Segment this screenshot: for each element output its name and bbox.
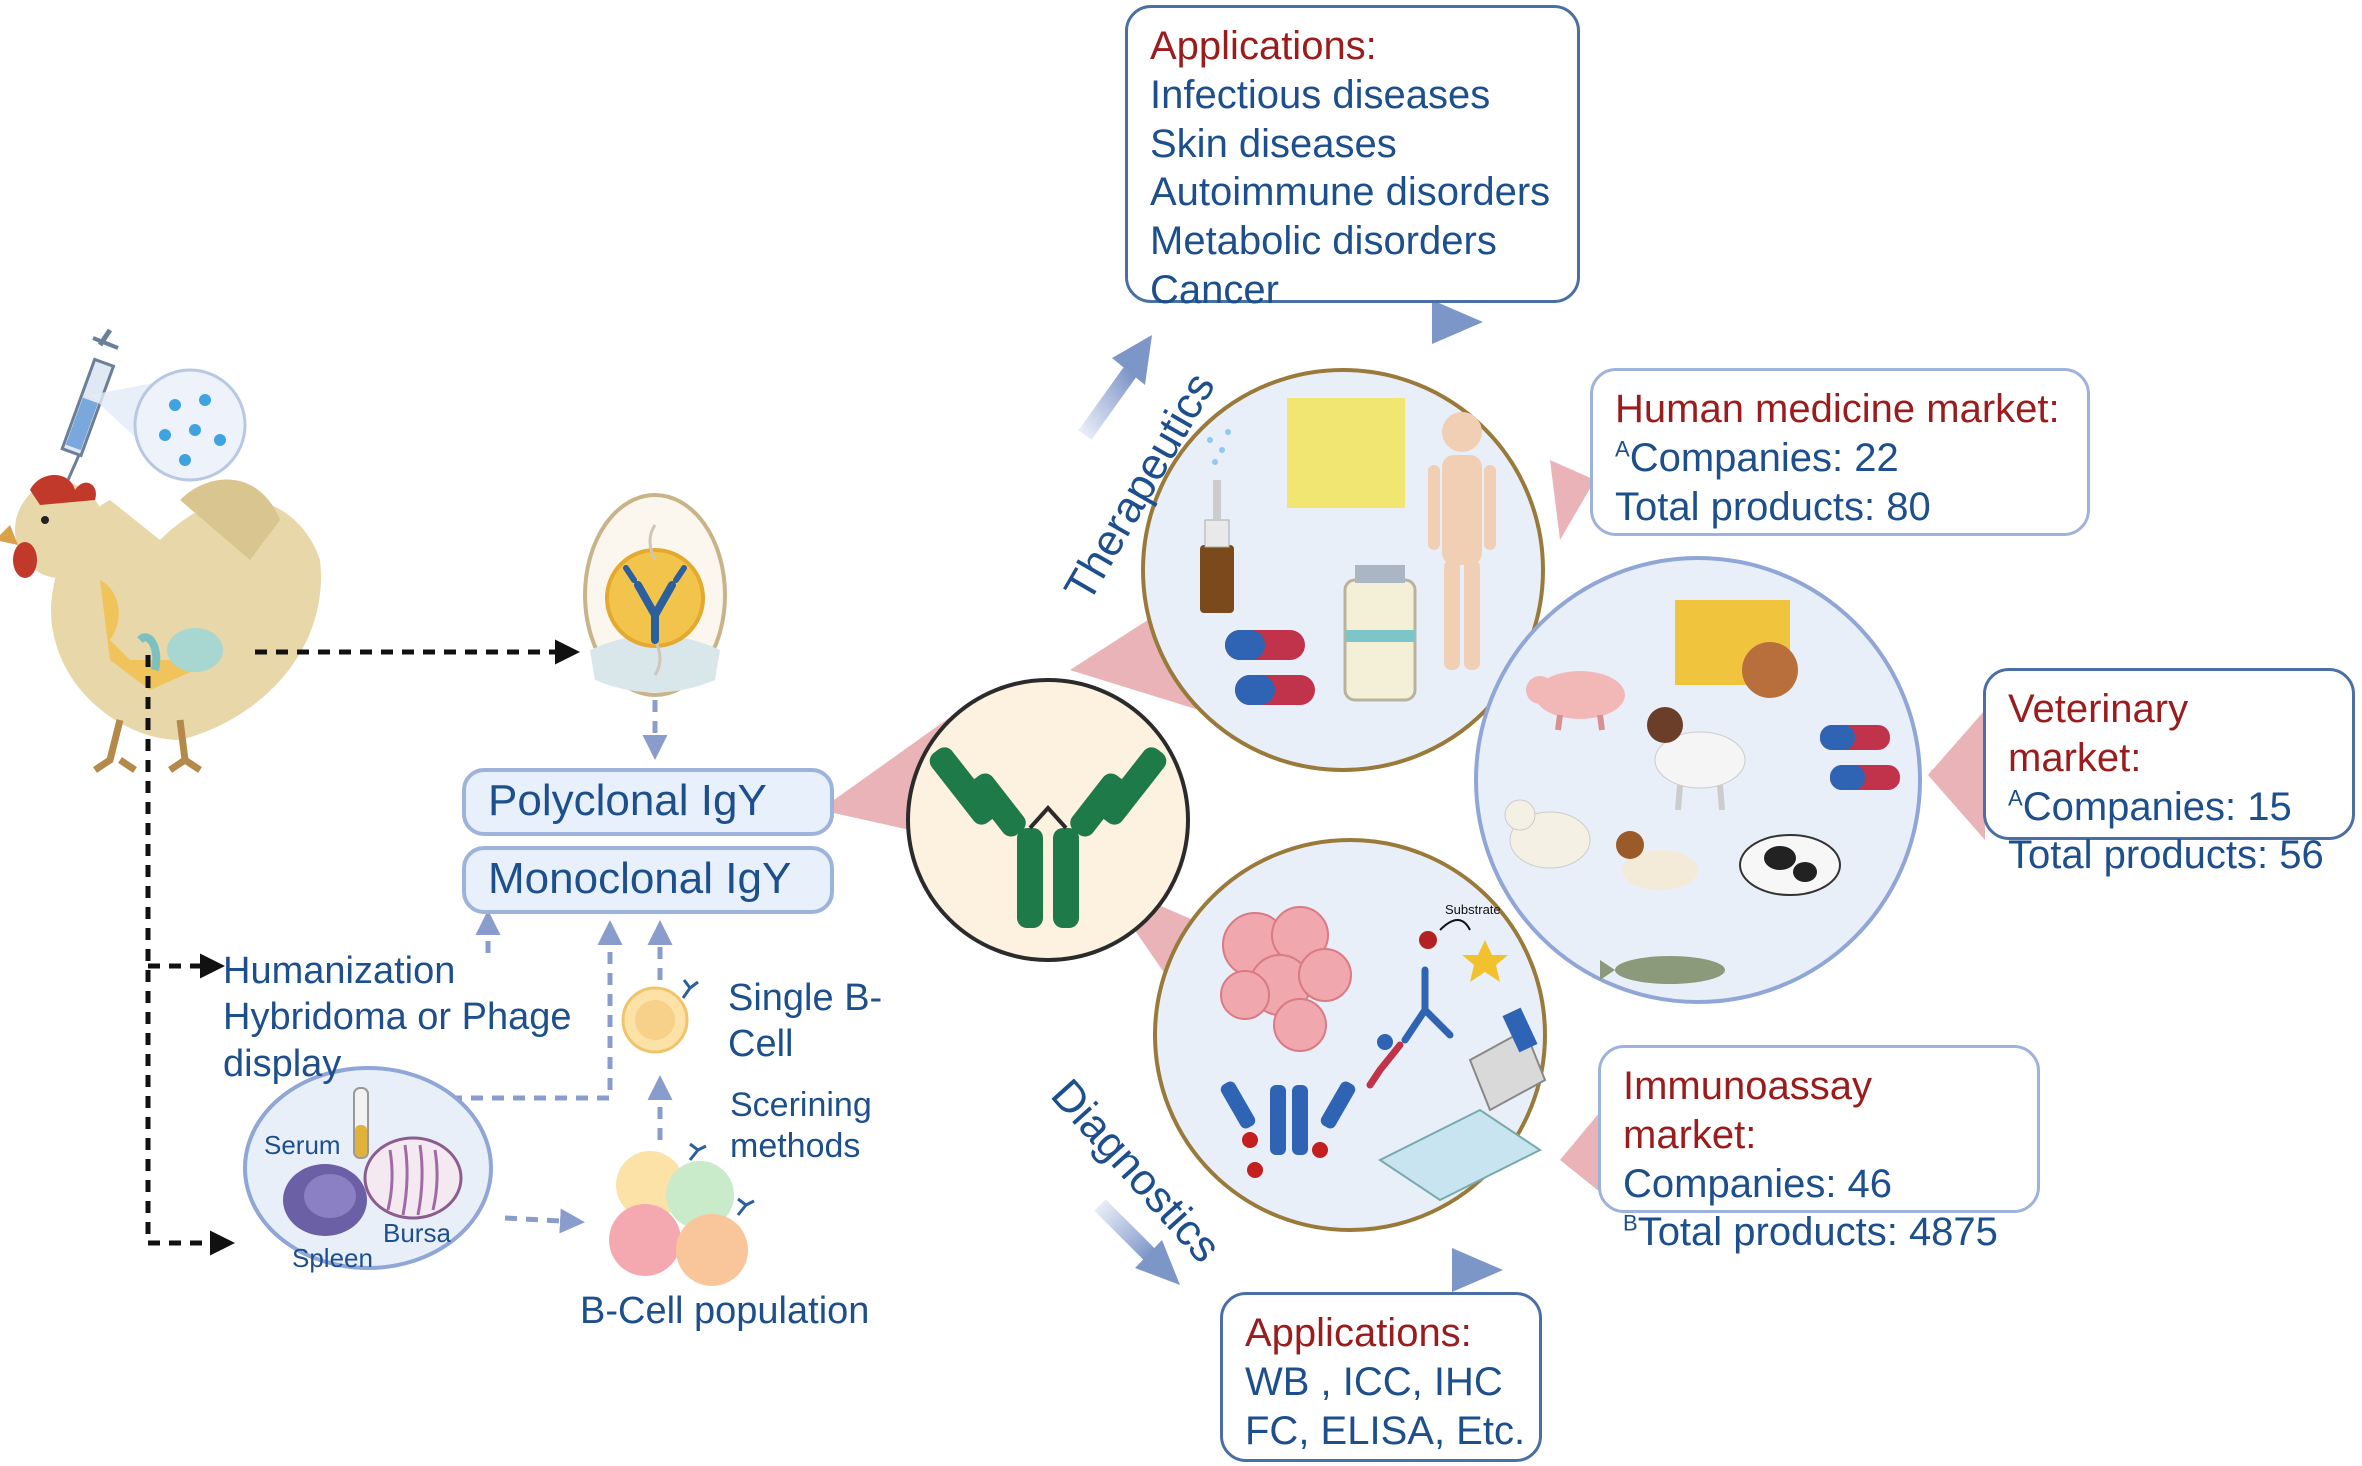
polyclonal-igy-box: Polyclonal IgY [462,768,834,836]
bursa-label: Bursa [383,1218,451,1248]
therapeutic-application-item: Autoimmune disorders [1150,170,1551,215]
chicken-icon [0,475,321,773]
diagnostic-application-item: FC, ELISA, Etc. [1245,1408,1526,1453]
immunoassay-market-box: Immunoassay market: Companies: 46 BTotal… [1598,1045,2040,1254]
b-cell-population-icon [609,1142,755,1286]
human-market-box: Human medicine market: ACompanies: 22 To… [1590,368,2090,536]
therapeutic-applications-title: Applications: [1150,24,1377,68]
human-market-products: Total products: 80 [1615,484,1931,529]
diagnostic-applications-box: Applications: WB , ICC, IHC FC, ELISA, E… [1220,1292,1542,1462]
syringe-icon [60,328,247,482]
therapeutic-application-item: Skin diseases [1150,121,1397,166]
veterinary-market-box: Veterinary market: ACompanies: 15 Total … [1983,668,2355,877]
therapeutics-circle [1141,368,1545,772]
organ-circle [243,1066,493,1270]
monoclonal-igy-box: Monoclonal IgY [462,846,834,914]
immunoassay-market-products: BTotal products: 4875 [1623,1210,1998,1255]
single-b-cell-label: Single B- Cell [728,977,883,1066]
veterinary-market-products: Total products: 56 [2008,833,2324,878]
serum-label: Serum [264,1130,341,1160]
veterinary-circle [1474,556,1922,1004]
substrate-label: Substrate [1445,902,1501,917]
humanization-label: Humanization Hybridoma or Phage display [223,950,572,1085]
screening-methods-label: Scerining methods [730,1086,872,1166]
diagnostic-application-item: WB , ICC, IHC [1245,1359,1503,1404]
therapeutic-application-item: Metabolic disorders [1150,219,1497,264]
black-dashed-arrows [145,639,580,1256]
b-cell-population-label: B-Cell population [580,1290,870,1332]
immunoassay-market-companies: Companies: 46 [1623,1161,1893,1206]
veterinary-market-title: Veterinary market: [2008,687,2189,780]
therapeutic-application-item: Infectious diseases [1150,72,1491,117]
vet-wedge [1930,765,1985,800]
gray-dashed-arrows [450,700,673,1234]
single-b-cell-icon [621,979,699,1054]
veterinary-market-companies: ACompanies: 15 [2008,784,2292,829]
blue-arrows [1078,300,1503,1292]
therapeutic-application-item: Cancer [1150,267,1279,312]
egg-icon [583,493,727,697]
human-market-companies: ACompanies: 22 [1615,435,1899,480]
human-market-title: Human medicine market: [1615,387,2060,431]
central-antibody-circle [906,678,1190,962]
diagnostic-applications-title: Applications: [1245,1311,1472,1355]
therapeutic-applications-box: Applications: Infectious diseases Skin d… [1125,5,1580,312]
diagnostics-circle [1153,838,1547,1232]
immunoassay-market-title: Immunoassay market: [1623,1064,1872,1157]
spleen-label: Spleen [292,1243,373,1273]
